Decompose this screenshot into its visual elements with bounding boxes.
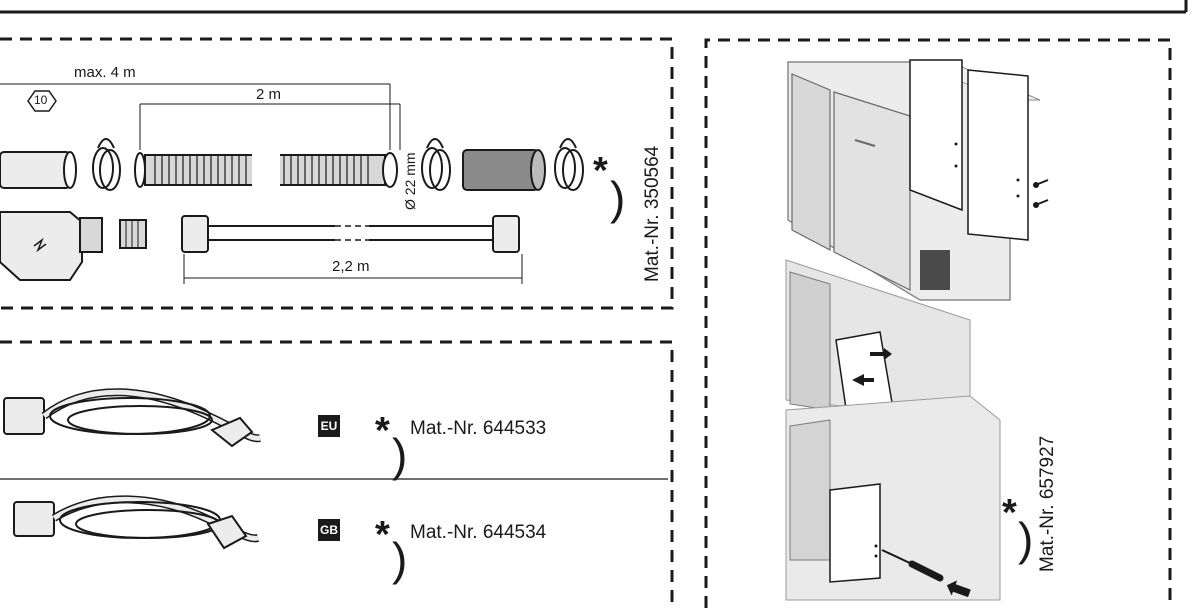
eu-cable-illustration: [3, 388, 261, 448]
drain-hose-length-label: 2 m: [256, 86, 282, 103]
gb-region-badge: GB: [318, 519, 340, 541]
arrow-right-icon: [870, 348, 892, 360]
power-cable-panel: EU * ) Mat.-Nr. 644533 GB * ) Mat.-Nr. 6…: [0, 320, 690, 608]
screwdriver-icon: [881, 549, 913, 565]
eu-mat-nr: Mat.-Nr. 644533: [410, 418, 547, 439]
supply-hose-length-label: 2,2 m: [332, 258, 370, 275]
dishwasher-top-illustration: [787, 59, 1049, 301]
eu-paren: ): [392, 429, 408, 481]
side-panel-left: [909, 59, 963, 212]
hose-paren: ): [610, 172, 626, 224]
supply-hose: [181, 215, 209, 253]
gb-mat-nr: Mat.-Nr. 644534: [410, 522, 547, 543]
gb-asterisk: *: [375, 514, 390, 556]
gb-cable-illustration: [13, 495, 259, 550]
top-frame-svg: [0, 0, 1188, 14]
callout-number: 10: [34, 93, 48, 107]
aquastop-valve: [0, 211, 83, 281]
panel-screw-illustration: [785, 395, 1001, 601]
hose-mat-nr: Mat.-Nr. 350564: [642, 145, 663, 282]
threaded-nipple: [119, 219, 147, 249]
side-panel-paren: ): [1018, 513, 1034, 565]
hexagon-callout-icon: [27, 90, 57, 112]
gb-paren: ): [392, 533, 408, 585]
side-panel-right: [967, 69, 1029, 241]
diameter-label: Ø 22 mm: [402, 152, 418, 210]
hose-asterisk: *: [593, 150, 608, 192]
arrow-left-icon: [946, 580, 971, 598]
side-panel-drawing: [704, 38, 1172, 608]
power-cable-drawing: [0, 340, 674, 608]
side-panel-asterisk: *: [1002, 492, 1017, 534]
hose-clip-icon: [92, 147, 114, 189]
sleeve-left: [0, 151, 71, 189]
eu-region-badge: EU: [318, 415, 340, 437]
top-frame-border: [0, 0, 1202, 22]
max-length-label: max. 4 m: [74, 64, 136, 81]
side-panel-mat-nr: Mat.-Nr. 657927: [1037, 435, 1058, 572]
sleeve-right: [462, 149, 539, 191]
hose-accessories-panel: max. 4 m 10 2 m Ø 22 mm 2,2 m * ) Mat.-N…: [0, 0, 690, 320]
hose-panel-drawing: [0, 37, 674, 310]
arrow-up-icon: [852, 374, 874, 386]
eu-asterisk: *: [375, 410, 390, 452]
side-panel-kit-panel: * ) Mat.-Nr. 657927: [700, 0, 1202, 608]
